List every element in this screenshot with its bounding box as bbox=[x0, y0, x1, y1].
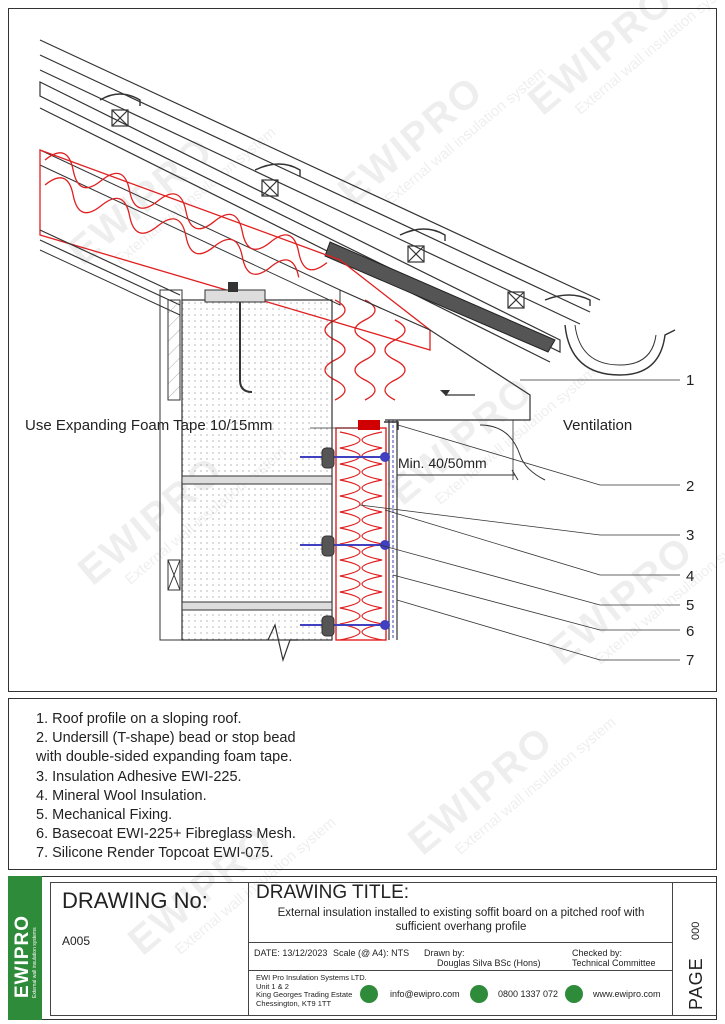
note-item: 7. Silicone Render Topcoat EWI-075. bbox=[36, 845, 274, 862]
note-item: 2. Undersill (T-shape) bead or stop bead bbox=[36, 730, 296, 747]
callout-number-7: 7 bbox=[686, 652, 695, 669]
brand-logo: EWIPRO bbox=[12, 914, 33, 998]
drawing-title: External insulation installed to existin… bbox=[277, 907, 645, 933]
scale: Scale (@ A4): NTS bbox=[333, 948, 410, 958]
callout-number-3: 3 bbox=[686, 527, 695, 544]
divider bbox=[50, 882, 716, 883]
drawing-frame bbox=[8, 8, 717, 692]
globe-icon bbox=[565, 985, 583, 1003]
divider bbox=[248, 970, 672, 971]
material-notes: 1. Roof profile on a sloping roof. 2. Un… bbox=[36, 710, 296, 864]
ventilation-callout: Ventilation bbox=[563, 417, 633, 434]
roof-insulation bbox=[39, 149, 431, 351]
note-item: 3. Insulation Adhesive EWI-225. bbox=[36, 768, 242, 785]
expanding-foam-tape bbox=[358, 420, 380, 430]
min-overhang-dimension: Min. 40/50mm bbox=[398, 455, 487, 471]
callout-number-1: 1 bbox=[686, 372, 695, 389]
divider bbox=[248, 882, 249, 1016]
callout-number-6: 6 bbox=[686, 623, 695, 640]
gutter bbox=[564, 324, 676, 376]
drawn-by: Douglas Silva BSc (Hons) bbox=[437, 958, 541, 968]
phone-number[interactable]: 0800 1337 072 bbox=[498, 989, 559, 999]
page-label: PAGE bbox=[686, 957, 706, 1010]
email-icon bbox=[360, 985, 378, 1003]
note-item: 6. Basecoat EWI-225+ Fibreglass Mesh. bbox=[36, 826, 296, 843]
checked-by: Technical Committee bbox=[572, 958, 656, 968]
divider bbox=[248, 942, 672, 943]
notes-frame bbox=[8, 698, 717, 870]
note-item: 5. Mechanical Fixing. bbox=[36, 807, 173, 824]
divider bbox=[50, 882, 51, 1016]
mechanical-fixings bbox=[300, 452, 390, 630]
brand-sidebar: EWIPRO External wall insulation systems bbox=[8, 876, 42, 1020]
note-item: 4. Mineral Wool Insulation. bbox=[36, 787, 207, 804]
eaves-detail-drawing bbox=[39, 39, 680, 663]
drawing-title-label: DRAWING TITLE: bbox=[256, 882, 410, 903]
callout-number-5: 5 bbox=[686, 597, 695, 614]
foam-tape-callout: Use Expanding Foam Tape 10/15mm bbox=[25, 417, 273, 434]
callout-number-4: 4 bbox=[686, 568, 695, 585]
eaves-vent-strip bbox=[324, 241, 556, 353]
phone-icon bbox=[470, 985, 488, 1003]
drawing-number-label: DRAWING No: bbox=[62, 888, 208, 913]
date: DATE: 13/12/2023 bbox=[254, 948, 328, 958]
note-item: 1. Roof profile on a sloping roof. bbox=[36, 711, 242, 727]
drawn-by-label: Drawn by: bbox=[424, 948, 465, 958]
roof-tiles bbox=[39, 39, 601, 363]
divider bbox=[672, 882, 673, 1016]
company-address: EWI Pro Insulation Systems LTD. Unit 1 &… bbox=[256, 973, 367, 1008]
note-item: with double-sided expanding foam tape. bbox=[36, 749, 293, 766]
checked-by-label: Checked by: bbox=[572, 948, 623, 958]
masonry-wall bbox=[181, 299, 333, 641]
email-link[interactable]: info@ewipro.com bbox=[390, 989, 460, 999]
drawing-number: A005 bbox=[62, 934, 91, 948]
callout-number-2: 2 bbox=[686, 478, 695, 495]
divider bbox=[50, 1015, 716, 1016]
page-number: 000 bbox=[690, 921, 702, 940]
brand-tagline: External wall insulation systems bbox=[32, 927, 38, 998]
website-link[interactable]: www.ewipro.com bbox=[593, 989, 661, 999]
